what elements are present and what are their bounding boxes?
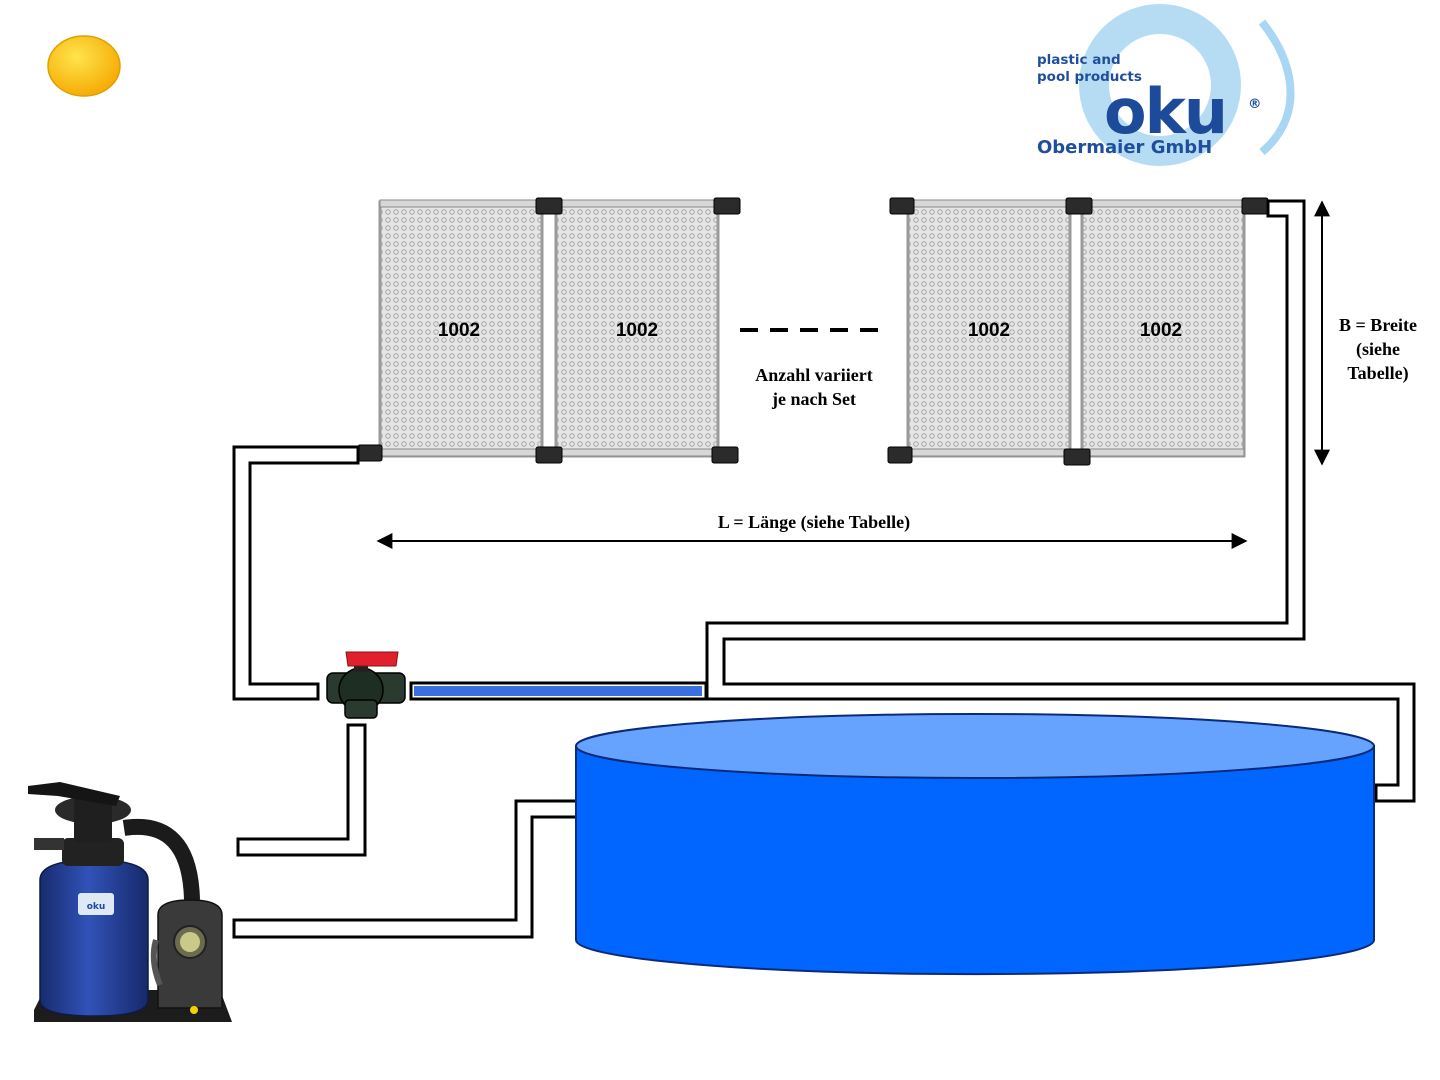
- panel-label: 1002: [438, 320, 480, 341]
- pool: [575, 713, 1375, 976]
- variation-note-line2: je nach Set: [771, 389, 856, 409]
- variation-note-line1: Anzahl variiert: [755, 365, 872, 385]
- length-label: L = Länge (siehe Tabelle): [718, 512, 910, 533]
- solar-panel-4: 1002: [1080, 199, 1246, 458]
- panel-label: 1002: [968, 320, 1010, 341]
- sand-filter-pump: oku: [28, 782, 232, 1022]
- solar-panel-3: 1002: [906, 199, 1072, 458]
- solar-panel-1: 1002: [378, 199, 544, 458]
- panel-label: 1002: [616, 320, 658, 341]
- heated-water-pipe: [414, 686, 702, 696]
- logo-tagline-line1: plastic and: [1037, 52, 1121, 68]
- pool-water-surface: [575, 713, 1375, 779]
- three-way-valve: [326, 651, 406, 719]
- panel-connectors: [357, 197, 1269, 466]
- logo-tagline-line2: pool products: [1037, 69, 1142, 85]
- solar-panel-2: 1002: [554, 199, 720, 458]
- logo-company-name: Obermaier GmbH: [1037, 137, 1212, 158]
- sun-icon: [47, 35, 121, 97]
- logo-brand: oku: [1104, 75, 1226, 148]
- width-label-line1: B = Breite: [1339, 315, 1417, 335]
- width-label-line3: Tabelle): [1347, 363, 1408, 384]
- width-label-line2: (siehe: [1356, 339, 1400, 360]
- pump-brand-label: oku: [87, 902, 106, 912]
- logo-registered-mark: ®: [1248, 96, 1262, 112]
- valve-handle: [345, 651, 399, 667]
- oku-logo: plastic and pool products oku ® Obermaie…: [1037, 4, 1295, 166]
- pipe-network: [232, 199, 1416, 939]
- panel-label: 1002: [1140, 320, 1182, 341]
